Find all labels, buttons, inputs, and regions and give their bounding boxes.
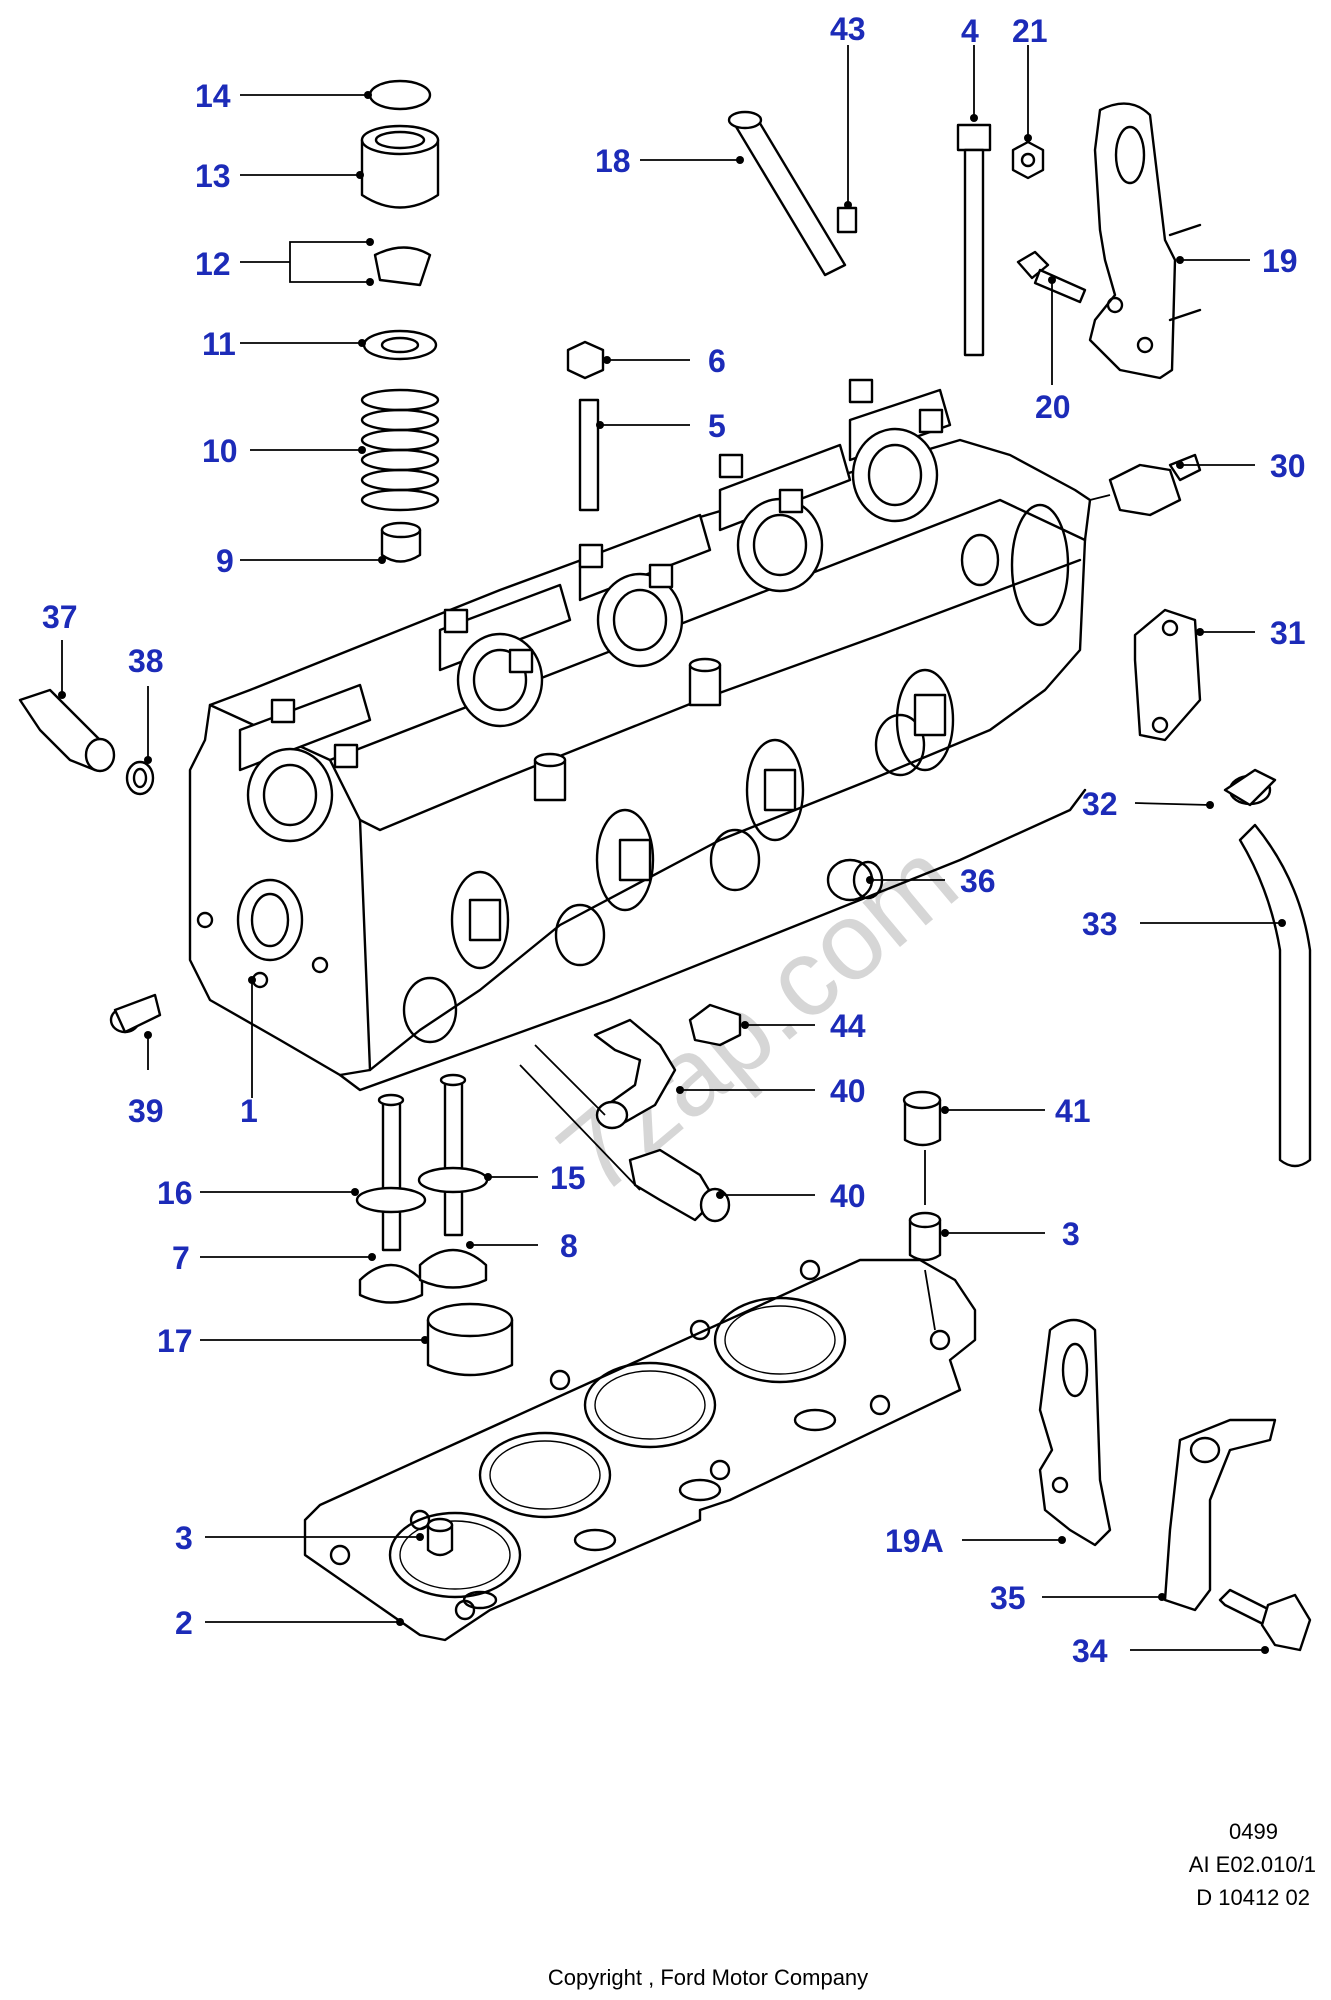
intake-valve-8 [417, 1073, 489, 1289]
label-38: 38 [128, 643, 164, 679]
label-16: 16 [157, 1175, 193, 1211]
hose-clip-32 [1223, 768, 1277, 807]
label-44: 44 [830, 1008, 866, 1044]
label-3-gasket: 3 [175, 1520, 193, 1556]
cam-bearing-caps [238, 388, 952, 843]
label-14: 14 [195, 78, 231, 114]
label-11: 11 [202, 326, 236, 362]
head-gasket [303, 1258, 977, 1642]
ref-line-2: AI E02.010/1 [1189, 1852, 1316, 1877]
label-6: 6 [708, 343, 726, 379]
label-37: 37 [42, 599, 78, 635]
label-21: 21 [1012, 13, 1048, 49]
label-2: 2 [175, 1605, 193, 1641]
label-7: 7 [172, 1240, 190, 1276]
label-17: 17 [157, 1323, 193, 1359]
spring-retainer [362, 329, 438, 361]
bolt-20 [1016, 250, 1087, 304]
valve-train-parts [360, 79, 440, 563]
valve-spring [360, 388, 440, 512]
label-19a: 19A [885, 1523, 944, 1559]
tappet-bucket [360, 138, 440, 209]
nut-6 [566, 340, 605, 380]
valve-seal-15 [417, 1166, 489, 1194]
coolant-hose-33 [1238, 823, 1312, 1168]
label-10: 10 [202, 433, 238, 469]
dowel-41 [902, 1090, 942, 1147]
label-31: 31 [1270, 615, 1306, 651]
label-12: 12 [195, 246, 231, 282]
label-33: 33 [1082, 906, 1118, 942]
valve-stem-seal [380, 528, 422, 563]
label-30: 30 [1270, 448, 1306, 484]
temperature-sender-30 [1108, 453, 1202, 517]
label-36: 36 [960, 863, 996, 899]
nut-21 [1011, 140, 1045, 180]
dowel-sleeve-gasket [426, 1517, 454, 1557]
stud-5 [578, 398, 600, 512]
label-40b: 40 [830, 1178, 866, 1214]
copyright-notice: Copyright , Ford Motor Company [548, 1965, 868, 1990]
sealing-washer-38 [125, 760, 155, 796]
ref-line-3: D 10412 02 [1196, 1885, 1310, 1910]
label-19: 19 [1262, 243, 1298, 279]
ref-line-1: 0499 [1229, 1819, 1278, 1844]
valve-stems [468, 657, 947, 942]
label-1: 1 [240, 1093, 258, 1129]
bracket-35 [1163, 1418, 1277, 1612]
leader-lines [58, 45, 1286, 1654]
dowel-3 [908, 1211, 942, 1262]
fitting-44 [688, 1003, 742, 1047]
lifting-eye-19a [1038, 1318, 1112, 1547]
valve-seat-17 [426, 1302, 514, 1377]
label-18: 18 [595, 143, 631, 179]
label-5: 5 [708, 408, 726, 444]
hose-fitting-37 [18, 688, 116, 773]
hose-elbow-40a [593, 1018, 677, 1130]
label-43: 43 [830, 11, 866, 47]
cylinder-head [188, 378, 1092, 1092]
bolt-34 [1218, 1588, 1312, 1652]
label-13: 13 [195, 158, 231, 194]
label-39: 39 [128, 1093, 164, 1129]
label-15: 15 [550, 1160, 586, 1196]
plug-39 [109, 993, 162, 1034]
camshaft-bolt [727, 110, 847, 277]
valve-cap [368, 79, 432, 111]
sensor-housing-31 [1133, 608, 1202, 742]
dowel-43 [836, 206, 858, 234]
label-41: 41 [1055, 1093, 1091, 1129]
label-9: 9 [216, 543, 234, 579]
label-3-dowel: 3 [1062, 1216, 1080, 1252]
reference-codes: 0499 AI E02.010/1 D 10412 02 [1189, 1819, 1316, 1910]
label-35: 35 [990, 1580, 1026, 1616]
head-bolt [956, 123, 992, 357]
label-34: 34 [1072, 1633, 1108, 1669]
lifting-eye-19 [1088, 102, 1202, 380]
callout-labels: 14 13 12 11 10 9 18 43 4 21 19 20 6 5 30… [42, 11, 1306, 1669]
label-40a: 40 [830, 1073, 866, 1109]
label-4: 4 [961, 13, 979, 49]
valve-seal-16 [355, 1186, 427, 1214]
exhaust-valve-7 [355, 1093, 427, 1304]
valve-collets [373, 246, 432, 287]
label-8: 8 [560, 1228, 578, 1264]
label-32: 32 [1082, 786, 1118, 822]
label-20: 20 [1035, 389, 1071, 425]
cap-nuts [270, 378, 944, 769]
